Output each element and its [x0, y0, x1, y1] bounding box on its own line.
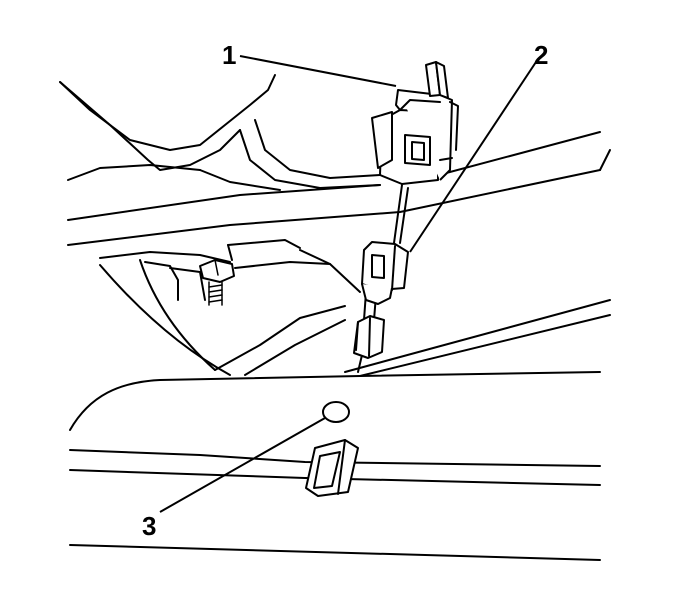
callout-label-2: 2	[534, 40, 548, 70]
mounting-bracket	[99, 239, 361, 376]
leader-line-3	[159, 417, 326, 513]
connector-2	[361, 241, 409, 305]
upper-trim-panel	[59, 74, 381, 191]
callout-label-1: 1	[222, 40, 236, 70]
bolt	[199, 259, 235, 306]
mounting-hole	[322, 401, 350, 423]
connector-1	[371, 61, 459, 185]
retainer-clip	[305, 439, 359, 497]
callout-label-3: 3	[142, 511, 156, 541]
leader-line-1	[239, 55, 397, 87]
cross-beam	[67, 131, 611, 246]
leader-line-2	[409, 61, 537, 253]
terminal-end	[353, 315, 385, 359]
